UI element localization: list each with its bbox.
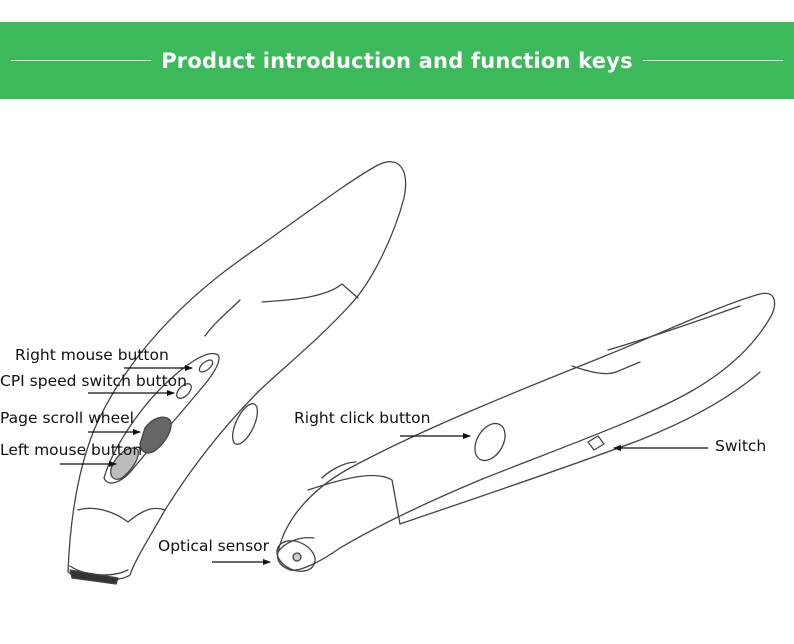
left-pen-grip-line <box>77 507 166 523</box>
label-switch: Switch <box>715 437 767 455</box>
right-pen-mouse <box>276 292 776 572</box>
label-right-click-button: Right click button <box>294 409 431 427</box>
left-pen-tip <box>69 569 119 585</box>
label-page-scroll-wheel: Page scroll wheel <box>0 409 134 427</box>
left-pen-button-panel <box>103 352 220 484</box>
label-right-mouse-button: Right mouse button <box>15 346 169 364</box>
right-pen-grip-detail <box>571 361 641 375</box>
label-optical-sensor: Optical sensor <box>158 537 270 555</box>
left-pen-cpi-button <box>176 383 192 399</box>
left-pen-scroll-wheel <box>139 416 172 454</box>
left-pen-ridge <box>204 299 241 337</box>
left-pen-side-oval <box>231 403 259 445</box>
header-banner: Product introduction and function keys <box>0 22 794 99</box>
callout-arrows <box>60 365 708 565</box>
right-pen-sensor-face <box>276 540 316 572</box>
header-right-rule <box>642 60 783 61</box>
right-pen-body-outline <box>276 292 776 571</box>
right-pen-top-notch <box>321 461 357 479</box>
left-pen-left-button <box>110 447 139 480</box>
header-left-rule <box>11 60 152 61</box>
left-pen-mouse <box>67 161 407 585</box>
right-pen-click-button <box>474 422 506 462</box>
label-left-mouse-button: Left mouse button <box>0 441 143 459</box>
left-pen-right-button <box>198 359 214 373</box>
header-title: Product introduction and function keys <box>161 48 633 73</box>
right-pen-clip-line <box>607 305 741 351</box>
label-cpi-speed-switch-button: CPI speed switch button <box>0 372 187 390</box>
right-pen-front-band <box>307 474 401 525</box>
right-pen-nose-line <box>277 536 315 553</box>
left-pen-cap-line <box>261 283 359 303</box>
left-pen-body-outline <box>67 161 407 582</box>
right-pen-switch <box>587 435 605 451</box>
right-pen-sensor-lens <box>292 552 302 562</box>
right-pen-lower-line <box>399 371 761 525</box>
